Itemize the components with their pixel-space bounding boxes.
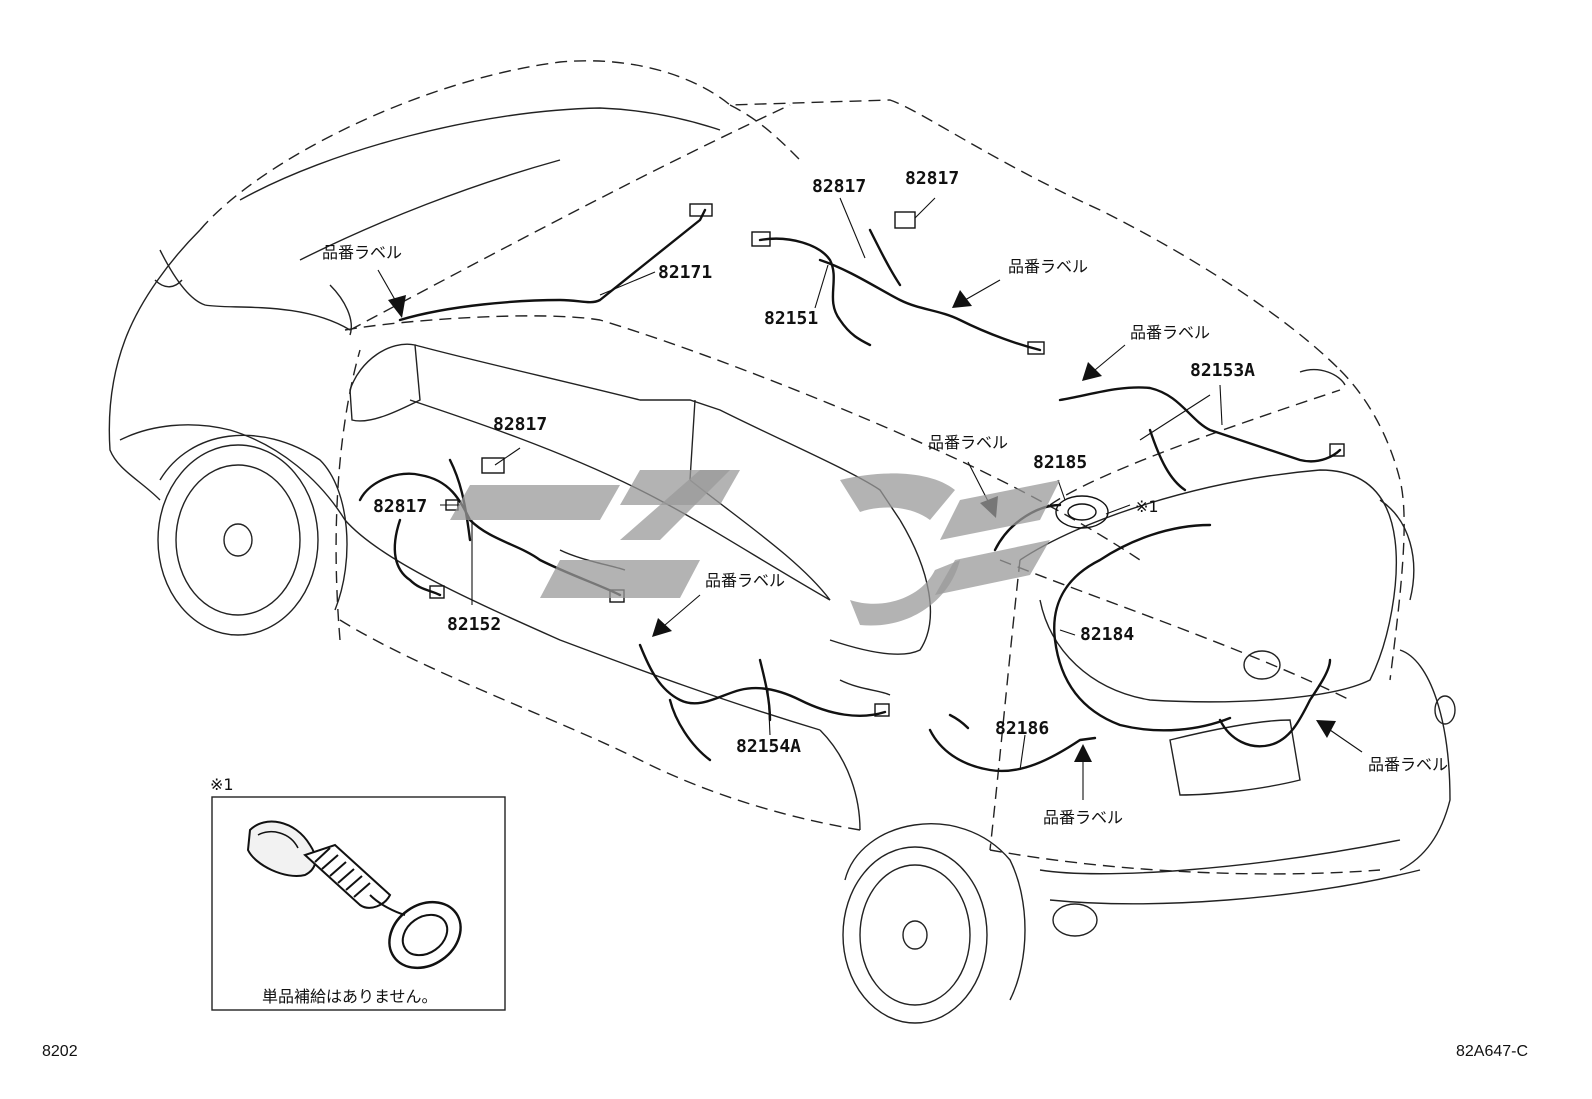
part-82185: 82185 bbox=[1033, 452, 1087, 473]
part-82152: 82152 bbox=[447, 614, 501, 635]
grommet-icon bbox=[246, 820, 462, 970]
harness-82186 bbox=[928, 713, 1097, 773]
part-82171: 82171 bbox=[658, 262, 712, 283]
arrow-label-82154A bbox=[652, 594, 701, 637]
harness-82151 bbox=[751, 228, 1045, 355]
harness-82154A bbox=[638, 643, 890, 762]
watermark-logo bbox=[450, 470, 1060, 626]
inset-caption: 単品補給はありません。 bbox=[262, 987, 438, 1006]
arrow-label-rear bbox=[1316, 720, 1363, 753]
footer-right-code: 82A647-C bbox=[1456, 1043, 1528, 1060]
arrow-label-roof bbox=[377, 269, 406, 318]
part-82154A: 82154A bbox=[736, 736, 801, 757]
inset-mark: ※1 bbox=[210, 775, 234, 794]
part-82817-mid: 82817 bbox=[493, 414, 547, 435]
vehicle-outline bbox=[108, 60, 1456, 1024]
harness-82153A bbox=[1058, 386, 1345, 492]
footer-left-code: 8202 bbox=[42, 1043, 78, 1060]
part-number-labels: 82171 82817 82817 82151 82153A 82817 828… bbox=[373, 168, 1255, 757]
harness-82184 bbox=[1053, 523, 1232, 732]
arrow-label-82153A bbox=[1082, 344, 1126, 381]
label-text-82185: 品番ラベル bbox=[928, 433, 1008, 452]
note-mark-grommet: ※1 bbox=[1135, 497, 1159, 516]
harness-rear-door bbox=[1218, 658, 1332, 748]
label-text-rear: 品番ラベル bbox=[1368, 755, 1448, 774]
leader-lines bbox=[440, 197, 1223, 771]
label-text-82151: 品番ラベル bbox=[1008, 257, 1088, 276]
label-text-roof: 品番ラベル bbox=[322, 243, 402, 262]
label-text-82186: 品番ラベル bbox=[1043, 808, 1123, 827]
part-82184: 82184 bbox=[1080, 624, 1134, 645]
part-82186: 82186 bbox=[995, 718, 1049, 739]
part-82153A: 82153A bbox=[1190, 360, 1255, 381]
part-82817-top-right: 82817 bbox=[905, 168, 959, 189]
harness-82171 bbox=[398, 203, 713, 322]
label-arrows bbox=[377, 269, 1363, 800]
arrow-label-82186 bbox=[1074, 744, 1092, 800]
part-82151: 82151 bbox=[764, 308, 818, 329]
label-text-82154A: 品番ラベル bbox=[705, 571, 785, 590]
label-text-82153A: 品番ラベル bbox=[1130, 323, 1210, 342]
arrow-label-82151 bbox=[952, 279, 1001, 308]
label-callouts: 品番ラベル 品番ラベル 品番ラベル 品番ラベル 品番ラベル 品番ラベル 品番ラベ… bbox=[322, 243, 1448, 827]
part-82817-left: 82817 bbox=[373, 496, 427, 517]
grommet-inset: ※1 単品補給はありません。 bbox=[210, 775, 506, 1011]
part-82817-top-left: 82817 bbox=[812, 176, 866, 197]
